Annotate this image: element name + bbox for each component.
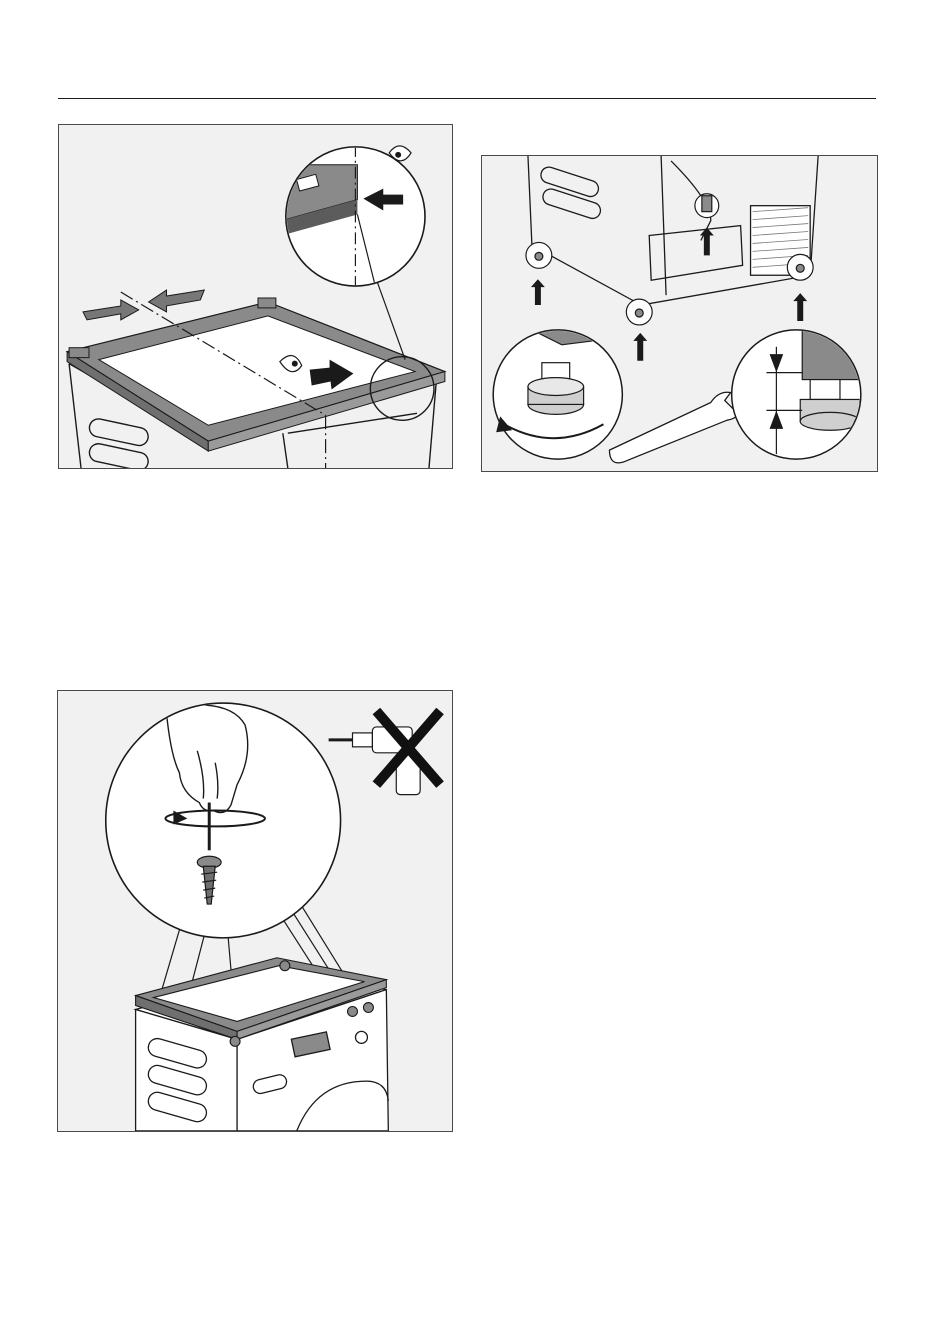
magnifier-detail bbox=[493, 325, 641, 459]
machine-underside bbox=[528, 156, 818, 305]
figure-screw-frame bbox=[57, 690, 453, 1132]
no-power-drill-icon bbox=[329, 711, 440, 795]
adjust-feet-illustration bbox=[482, 156, 877, 471]
header-rule bbox=[58, 98, 876, 99]
screw-frame-illustration bbox=[58, 691, 452, 1131]
align-frame-illustration bbox=[59, 125, 452, 468]
wrench-icon bbox=[609, 392, 742, 463]
magnifier-detail bbox=[286, 145, 437, 294]
magnifier-detail bbox=[732, 330, 862, 459]
stacking-frame bbox=[67, 298, 445, 451]
arrow-icon bbox=[83, 290, 204, 320]
figure-align-frame bbox=[58, 124, 453, 469]
figure-adjust-feet bbox=[481, 155, 878, 472]
magnifier-detail bbox=[106, 699, 341, 938]
